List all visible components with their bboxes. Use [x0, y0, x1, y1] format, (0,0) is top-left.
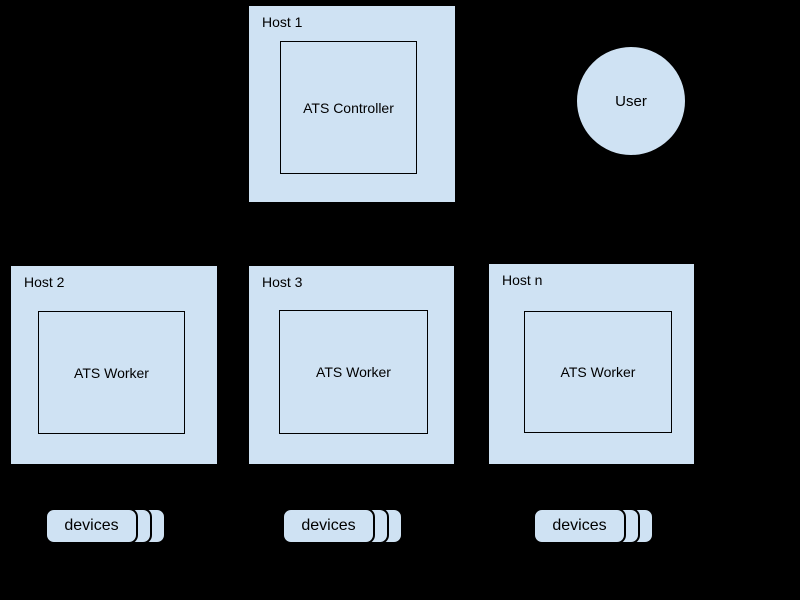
ats-controller-label: ATS Controller: [303, 99, 394, 116]
devices-node-3: devices: [533, 508, 626, 544]
devices-label-1: devices: [64, 517, 119, 534]
ats-controller-node: ATS Controller: [280, 41, 417, 174]
devices-stack-2: devices: [282, 508, 403, 544]
user-label: User: [615, 92, 647, 110]
devices-stack-1: devices: [45, 508, 166, 544]
devices-label-3: devices: [552, 517, 607, 534]
devices-node-1: devices: [45, 508, 138, 544]
hostn-label: Host n: [502, 272, 543, 288]
devices-label-2: devices: [301, 517, 356, 534]
ats-worker-label-n: ATS Worker: [560, 364, 636, 380]
host1-node: Host 1 ATS Controller: [248, 5, 456, 203]
user-node: User: [576, 46, 686, 156]
devices-stack-3: devices: [533, 508, 654, 544]
ats-worker-node-2: ATS Worker: [279, 310, 428, 434]
ats-worker-label-1: ATS Worker: [74, 364, 149, 381]
host2-label: Host 2: [24, 274, 65, 290]
ats-worker-node-n: ATS Worker: [524, 311, 672, 433]
ats-worker-node-1: ATS Worker: [38, 311, 185, 434]
hostn-node: Host n ATS Worker: [488, 263, 695, 465]
ats-worker-label-2: ATS Worker: [316, 364, 391, 380]
host2-node: Host 2 ATS Worker: [10, 265, 218, 465]
host1-label: Host 1: [262, 14, 303, 30]
devices-node-2: devices: [282, 508, 375, 544]
host3-label: Host 3: [262, 274, 303, 290]
host3-node: Host 3 ATS Worker: [248, 265, 455, 465]
